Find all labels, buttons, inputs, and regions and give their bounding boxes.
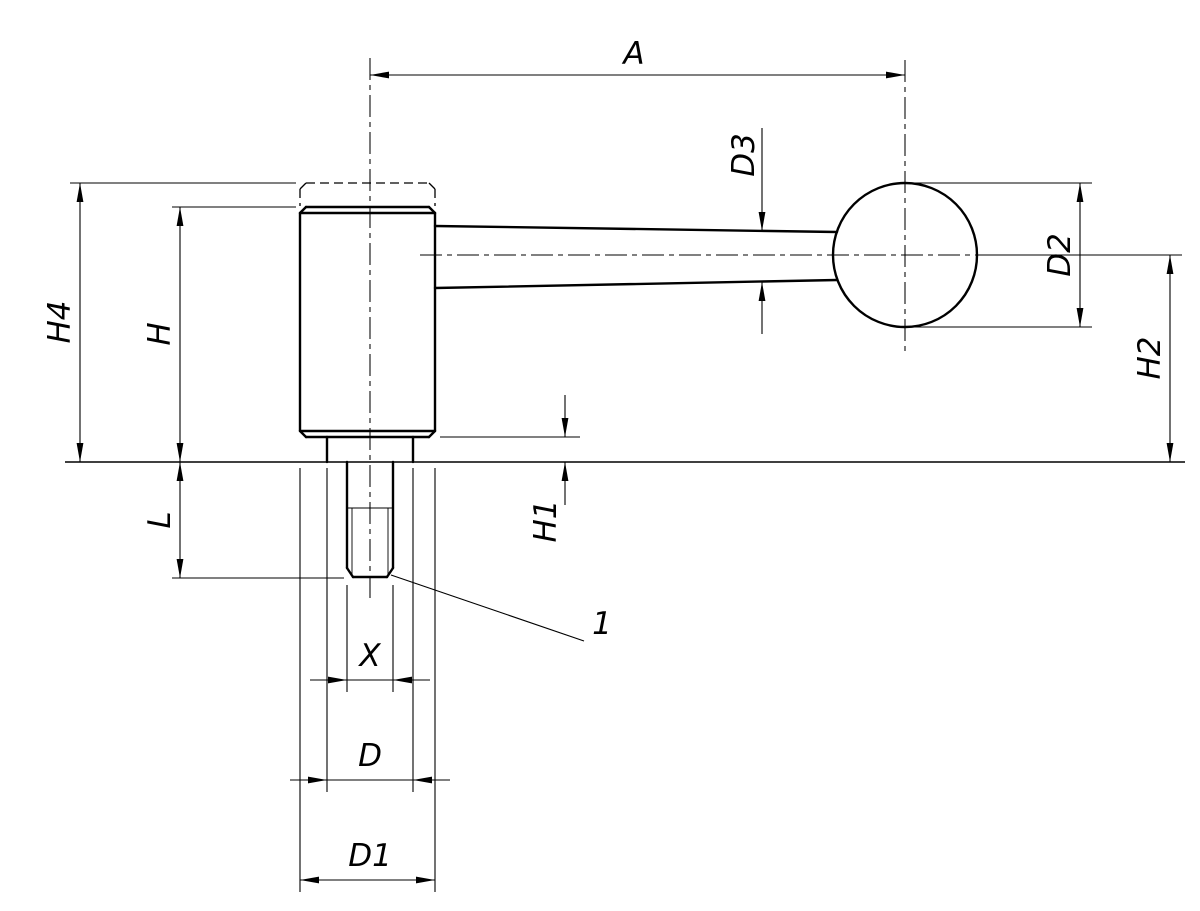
dimension-a: A [370, 36, 905, 79]
dimension-d3: D3 [726, 128, 766, 334]
dim-label-d2: D2 [1042, 233, 1078, 277]
arm-bottom-edge [433, 278, 839, 290]
dim-label-d3: D3 [726, 133, 762, 177]
phantom-raised-position [299, 182, 436, 206]
centerlines [369, 58, 1005, 602]
dimension-h2: H2 [1132, 255, 1174, 462]
dimension-x: X [310, 638, 430, 684]
dim-label-d1: D1 [348, 838, 392, 874]
dimension-d: D [290, 738, 450, 784]
stud-tip-chamfer-right [385, 566, 395, 579]
phantom-chamfer-right [428, 182, 436, 190]
dim-label-h2: H2 [1132, 336, 1168, 379]
leader-line-1 [390, 574, 585, 642]
dim-label-l: L [142, 511, 178, 528]
arm-top-edge [433, 224, 839, 234]
dim-label-a: A [621, 36, 644, 72]
threaded-stud [345, 460, 395, 579]
ball-knob [831, 181, 979, 329]
dimension-h: H [142, 207, 184, 462]
dim-label-h4: H4 [42, 300, 78, 343]
dim-label-x: X [357, 638, 381, 674]
extension-lines [70, 182, 1182, 892]
phantom-chamfer-left [299, 182, 307, 190]
part-geometry [65, 181, 1185, 579]
lever-arm [433, 224, 839, 290]
dim-label-d: D [358, 738, 382, 774]
dimension-h4: H4 [42, 183, 84, 462]
dimension-h1: H1 [528, 395, 569, 543]
dim-label-h: H [142, 322, 178, 345]
dimension-d2: D2 [1042, 183, 1084, 327]
lever-hub [298, 205, 437, 439]
dimension-l: L [142, 462, 184, 578]
dimension-d1: D1 [300, 838, 435, 884]
dim-label-h1: H1 [528, 499, 564, 542]
serration-collar [325, 435, 415, 464]
note-label-1: 1 [592, 606, 612, 642]
leader-note-1: 1 [390, 574, 612, 642]
stud-tip-chamfer-left [345, 566, 355, 579]
